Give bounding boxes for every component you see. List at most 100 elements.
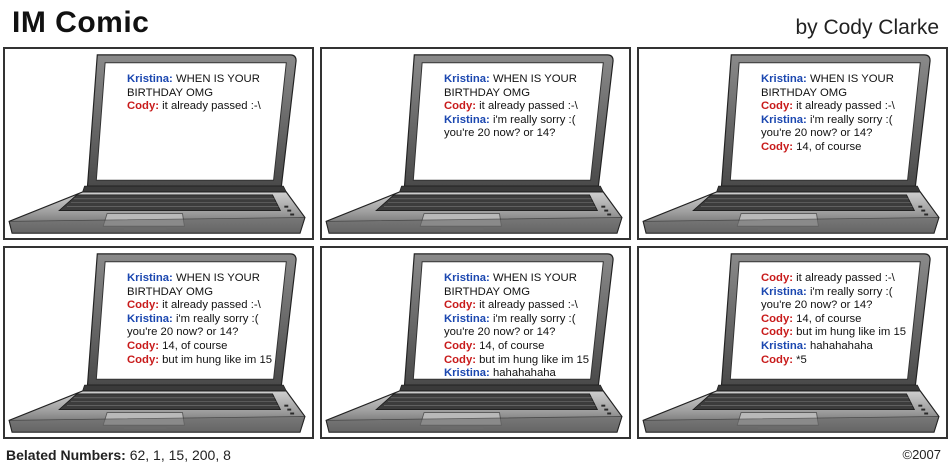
chat-message: Cody: it already passed :-\ [444,100,578,114]
chat-message-text: hahahahaha [489,367,556,380]
chat-speaker: Cody: [127,353,160,366]
chat-speaker: Cody: [444,299,477,312]
chat-speaker: Kristina: [761,339,807,352]
chat-message-text: i'm really sorry :( you're 20 now? or 14… [761,285,893,312]
chat-message: Kristina: i'm really sorry :( you're 20 … [761,286,906,313]
chat-message: Cody: it already passed :-\ [127,299,272,313]
chat-message: Cody: but im hung like im 15 [761,326,906,340]
chat-message: Cody: but im hung like im 15 [444,354,589,368]
chat-speaker: Cody: [127,339,160,352]
chat-message: Kristina: WHEN IS YOUR BIRTHDAY OMG [444,73,578,100]
chat-message-text: but im hung like im 15 [159,353,273,366]
chat-message-text: WHEN IS YOUR BIRTHDAY OMG [444,73,577,99]
chat-speaker: Cody: [761,272,794,284]
chat-speaker: Cody: [761,140,794,153]
chat-speaker: Kristina: [444,113,490,126]
chat-message-text: WHEN IS YOUR BIRTHDAY OMG [127,272,260,298]
chat-message: Cody: but im hung like im 15 [127,354,272,368]
chat-message: Cody: 14, of course [761,313,906,327]
chat-speaker: Cody: [761,100,794,113]
chat-speaker: Kristina: [444,73,490,85]
laptop-illustration [8,54,306,234]
chat-message: Cody: 14, of course [444,340,589,354]
belated-numbers: Belated Numbers: 62, 1, 15, 200, 8 [6,447,231,463]
chat-message: Cody: 14, of course [761,141,895,155]
chat-speaker: Kristina: [761,73,807,85]
belated-numbers-values: 62, 1, 15, 200, 8 [125,447,231,463]
chat-speaker: Cody: [127,100,160,113]
chat-message-text: 14, of course [793,312,862,325]
chat-message-text: *5 [793,353,807,366]
chat-speaker: Kristina: [761,285,807,298]
chat-message: Cody: *5 [761,354,906,368]
chat-message: Kristina: i'm really sorry :( you're 20 … [127,313,272,340]
chat-message-text: i'm really sorry :( you're 20 now? or 14… [761,113,893,140]
chat-message: Kristina: WHEN IS YOUR BIRTHDAY OMG [127,73,261,100]
chat-message: Kristina: i'm really sorry :( you're 20 … [444,114,578,141]
chat-speaker: Cody: [761,326,794,339]
chat-message: Cody: it already passed :-\ [444,299,589,313]
chat-speaker: Kristina: [127,272,173,284]
chat-message-text: it already passed :-\ [793,272,895,284]
chat-message-text: it already passed :-\ [476,299,578,312]
laptop-illustration [642,54,940,234]
chat-message-text: i'm really sorry :( you're 20 now? or 14… [127,312,259,339]
chat-message-text: 14, of course [159,339,228,352]
chat-speaker: Cody: [444,353,477,366]
chat-message: Cody: it already passed :-\ [761,272,906,286]
chat-speaker: Kristina: [127,73,173,85]
chat-speaker: Cody: [127,299,160,312]
chat-transcript: Cody: it already passed :-\Kristina: i'm… [761,272,906,367]
chat-message: Kristina: hahahahaha [444,367,589,381]
chat-speaker: Cody: [444,339,477,352]
chat-message-text: WHEN IS YOUR BIRTHDAY OMG [127,73,260,99]
laptop-illustration [8,253,306,433]
chat-speaker: Kristina: [127,312,173,325]
chat-message-text: it already passed :-\ [159,299,261,312]
chat-message: Kristina: i'm really sorry :( you're 20 … [444,313,589,340]
chat-message: Cody: it already passed :-\ [761,100,895,114]
copyright: ©2007 [902,447,942,462]
chat-speaker: Kristina: [444,272,490,284]
chat-message-text: but im hung like im 15 [793,326,907,339]
chat-speaker: Cody: [761,353,794,366]
chat-message-text: it already passed :-\ [793,100,895,113]
chat-message: Kristina: WHEN IS YOUR BIRTHDAY OMG [444,272,589,299]
chat-message-text: it already passed :-\ [159,100,261,113]
laptop-illustration [642,253,940,433]
chat-message: Kristina: hahahahaha [761,340,906,354]
chat-message-text: WHEN IS YOUR BIRTHDAY OMG [761,73,894,99]
chat-speaker: Kristina: [444,367,490,380]
chat-message-text: hahahahaha [806,339,873,352]
chat-message-text: i'm really sorry :( you're 20 now? or 14… [444,312,576,339]
chat-message-text: i'm really sorry :( you're 20 now? or 14… [444,113,576,140]
chat-speaker: Kristina: [761,113,807,126]
chat-message-text: 14, of course [476,339,545,352]
comic-title: IM Comic [12,6,150,39]
author-byline: by Cody Clarke [795,16,939,39]
laptop-illustration [325,54,623,234]
chat-message-text: but im hung like im 15 [476,353,590,366]
chat-message-text: it already passed :-\ [476,100,578,113]
laptop-illustration [325,253,623,433]
chat-speaker: Cody: [761,312,794,325]
belated-numbers-label: Belated Numbers: [6,447,126,463]
chat-message: Cody: 14, of course [127,340,272,354]
comic-header: IM Comic by Cody Clarke [0,0,951,44]
comic-panel-6: Cody: it already passed :-\Kristina: i'm… [637,246,948,439]
chat-message-text: 14, of course [793,140,862,153]
chat-speaker: Kristina: [444,312,490,325]
chat-message-text: WHEN IS YOUR BIRTHDAY OMG [444,272,577,298]
chat-speaker: Cody: [444,100,477,113]
chat-message: Kristina: WHEN IS YOUR BIRTHDAY OMG [761,73,895,100]
chat-message: Kristina: WHEN IS YOUR BIRTHDAY OMG [127,272,272,299]
